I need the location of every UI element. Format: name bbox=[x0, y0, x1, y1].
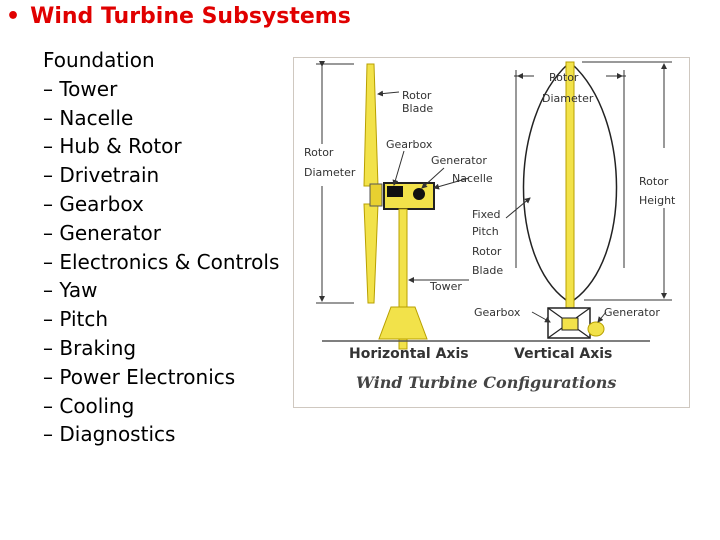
label-rotor-height-1: Rotor bbox=[639, 175, 669, 188]
list-item: – Pitch bbox=[43, 307, 109, 332]
gearbox-box bbox=[387, 186, 403, 197]
darrieus-blade-left bbox=[522, 63, 569, 301]
vertical-generator bbox=[587, 321, 605, 337]
list-item: – Diagnostics bbox=[43, 422, 176, 447]
label-fixed-3: Rotor bbox=[472, 245, 502, 258]
horizontal-axis-turbine bbox=[363, 63, 435, 350]
label-rotor-diameter-left-2: Diameter bbox=[304, 166, 356, 179]
leader-lines-vertical bbox=[505, 197, 607, 323]
label-horizontal-axis: Horizontal Axis bbox=[349, 346, 469, 362]
title-text: Wind Turbine Subsystems bbox=[30, 4, 351, 29]
list-item: – Electronics & Controls bbox=[43, 249, 280, 274]
label-fixed-4: Blade bbox=[472, 264, 503, 277]
title-bullet: • bbox=[6, 4, 21, 29]
label-rotor-height-2: Height bbox=[639, 194, 676, 207]
list-item: – Hub & Rotor bbox=[43, 134, 182, 159]
label-vertical-axis: Vertical Axis bbox=[514, 346, 612, 362]
blade-lower bbox=[363, 203, 379, 304]
rotor-diameter-left bbox=[316, 61, 354, 304]
diagram-labels: Rotor Blade Rotor Diameter Gearbox Gener… bbox=[304, 71, 676, 319]
tower-base bbox=[378, 306, 428, 340]
label-tower: Tower bbox=[429, 280, 462, 293]
list-item: – Generator bbox=[43, 220, 161, 245]
label-nacelle: Nacelle bbox=[452, 172, 493, 185]
leader-lines-horizontal bbox=[377, 90, 470, 283]
label-gearbox-top: Gearbox bbox=[386, 138, 433, 151]
figure-caption: Wind Turbine Configurations bbox=[356, 373, 616, 392]
list-item: – Drivetrain bbox=[43, 163, 160, 188]
list-item: – Gearbox bbox=[43, 191, 144, 216]
list-item: – Yaw bbox=[43, 278, 98, 303]
label-rotor-diameter-right-1: Rotor bbox=[549, 71, 579, 84]
vertical-axis-turbine bbox=[522, 61, 618, 339]
list-item: – Braking bbox=[43, 335, 137, 360]
darrieus-blade-right bbox=[571, 63, 618, 301]
turbine-diagram: Rotor Blade Rotor Diameter Gearbox Gener… bbox=[304, 61, 676, 392]
tower-pole bbox=[398, 208, 408, 350]
list-item: – Cooling bbox=[43, 393, 135, 418]
list-item: – Nacelle bbox=[43, 105, 134, 130]
hub bbox=[369, 183, 383, 207]
label-rotor-diameter-left-1: Rotor bbox=[304, 146, 334, 159]
slide-title: • Wind Turbine Subsystems bbox=[6, 4, 351, 29]
list-item: – Tower bbox=[43, 76, 118, 101]
label-fixed-2: Pitch bbox=[472, 225, 499, 238]
subsystem-list: Foundation – Tower – Nacelle – Hub & Rot… bbox=[43, 46, 293, 449]
list-item: – Power Electronics bbox=[43, 364, 236, 389]
label-fixed-1: Fixed bbox=[472, 208, 501, 221]
label-generator-top: Generator bbox=[431, 154, 487, 167]
label-rotor-blade-1: Rotor bbox=[402, 89, 432, 102]
label-gearbox-bottom: Gearbox bbox=[474, 306, 521, 319]
blade-upper bbox=[363, 63, 379, 187]
label-rotor-blade-2: Blade bbox=[402, 102, 433, 115]
vertical-gearbox-box bbox=[547, 307, 591, 339]
rotor-dimensions-right bbox=[514, 61, 672, 301]
label-rotor-diameter-right-2: Diameter bbox=[542, 92, 594, 105]
generator-shape bbox=[413, 188, 425, 200]
label-generator-bottom: Generator bbox=[604, 306, 660, 319]
turbine-configurations-figure: Rotor Blade Rotor Diameter Gearbox Gener… bbox=[293, 57, 690, 408]
list-item: Foundation bbox=[43, 48, 155, 72]
